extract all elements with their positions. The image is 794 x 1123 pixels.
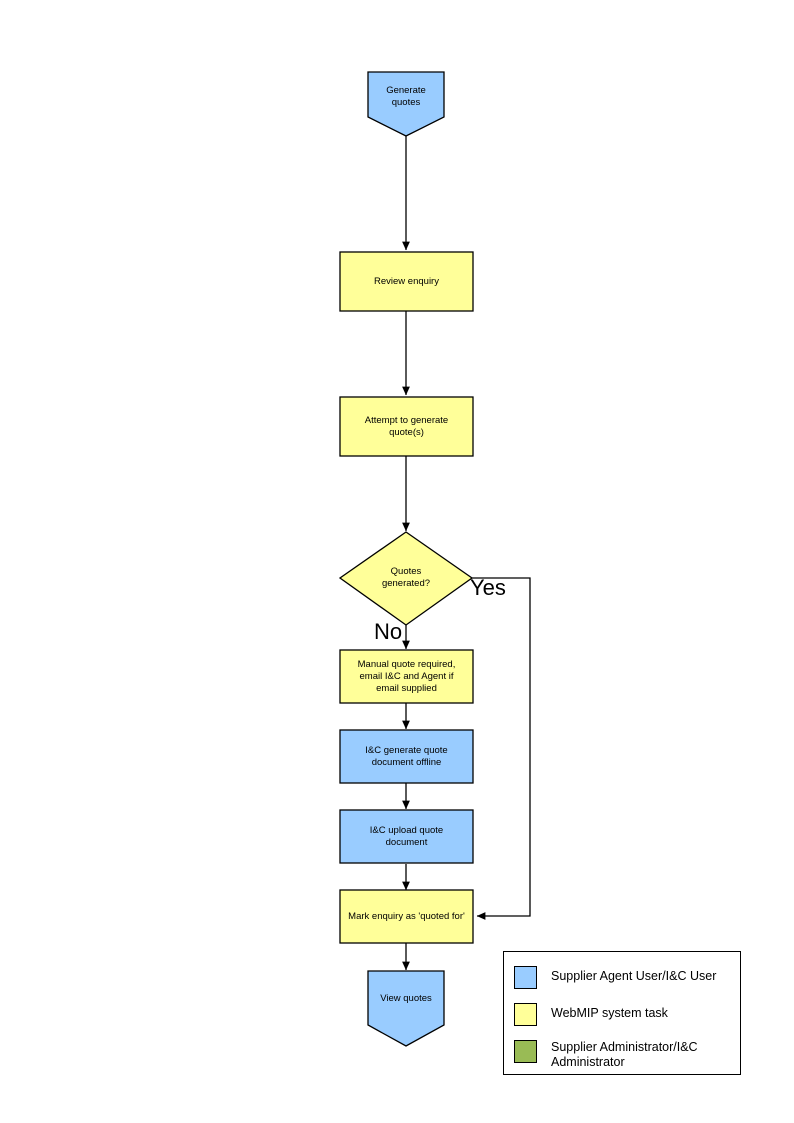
node-manual-quote-required[interactable] (339, 649, 474, 704)
legend-swatch-yellow-icon (514, 1003, 537, 1026)
legend-item-supplier-administrator: Supplier Administrator/I&C Administrator (514, 1040, 698, 1070)
connector-group (402, 136, 531, 971)
legend-label-supplier-agent-user: Supplier Agent User/I&C User (551, 969, 717, 983)
edge-label-no: No (374, 619, 403, 644)
legend-item-webmip-system-task: WebMIP system task (514, 1003, 668, 1026)
legend-item-supplier-agent-user: Supplier Agent User/I&C User (514, 966, 716, 989)
node-ic-generate-offline[interactable] (339, 729, 474, 784)
node-mark-enquiry-quoted[interactable] (339, 889, 474, 944)
edge-decision-yes-to-mark (472, 577, 531, 920)
node-attempt-generate-quotes[interactable] (339, 396, 474, 457)
node-review-enquiry[interactable] (339, 251, 474, 312)
legend-swatch-green-icon (514, 1040, 537, 1063)
legend-label-webmip-system-task: WebMIP system task (551, 1006, 668, 1020)
legend-label-supplier-administrator: Supplier Administrator/I&C Administrator (551, 1040, 698, 1069)
edge-label-yes: Yes (470, 575, 506, 600)
legend-swatch-blue-icon (514, 966, 537, 989)
node-ic-upload-document[interactable] (339, 809, 474, 864)
legend-panel: Supplier Agent User/I&C User WebMIP syst… (503, 951, 741, 1075)
node-view-quotes[interactable] (367, 970, 445, 1047)
node-generate-quotes[interactable] (367, 71, 445, 137)
node-quotes-generated-decision[interactable] (338, 531, 474, 626)
